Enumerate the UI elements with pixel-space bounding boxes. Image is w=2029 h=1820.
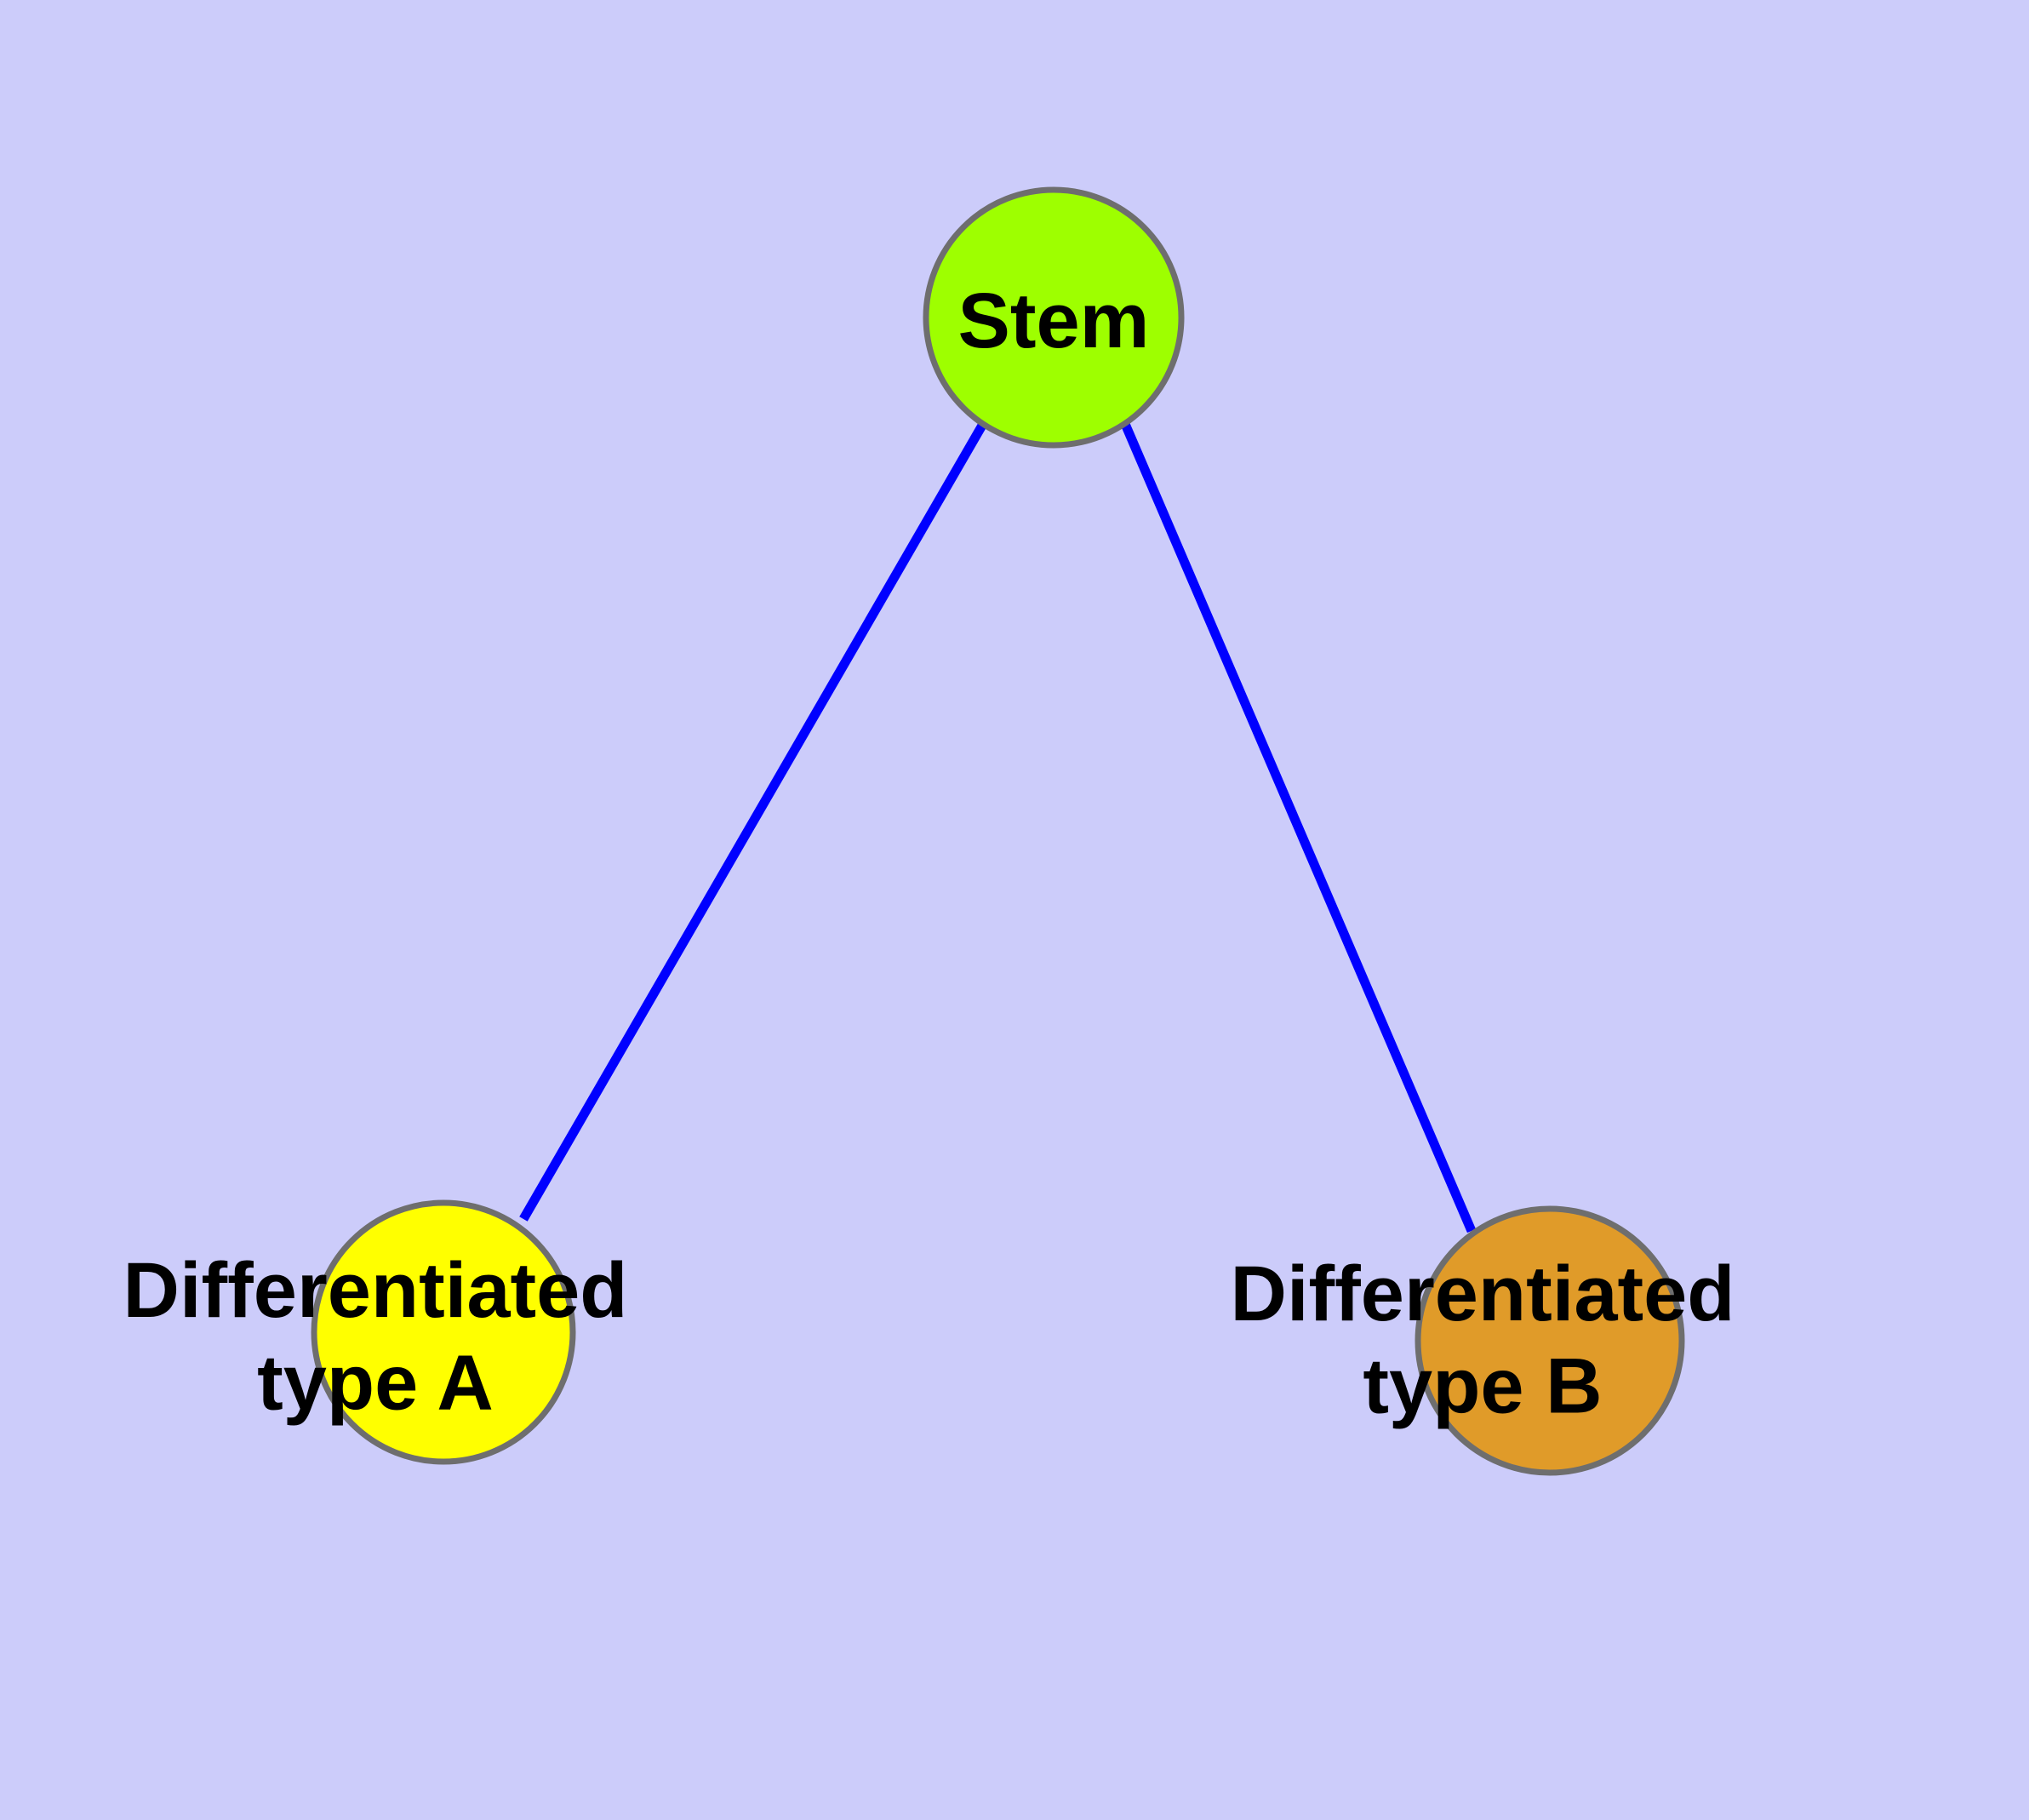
edge-stem-to-b xyxy=(1120,421,1477,1233)
node-label-line: Differentiated xyxy=(1231,1251,1735,1337)
node-label-line: Differentiated xyxy=(123,1247,628,1334)
edge-stem-to-a xyxy=(519,421,987,1222)
edges-layer xyxy=(519,421,1477,1233)
node-label-stem: Stem xyxy=(958,278,1150,364)
node-label-line: Stem xyxy=(958,278,1150,364)
node-diff-b[interactable] xyxy=(1415,1205,1685,1476)
node-diff-a[interactable] xyxy=(311,1199,576,1465)
nodes-layer xyxy=(311,186,1685,1476)
node-label-line: type A xyxy=(257,1340,494,1427)
node-stem[interactable] xyxy=(923,186,1185,449)
node-label-line: type B xyxy=(1363,1343,1602,1430)
